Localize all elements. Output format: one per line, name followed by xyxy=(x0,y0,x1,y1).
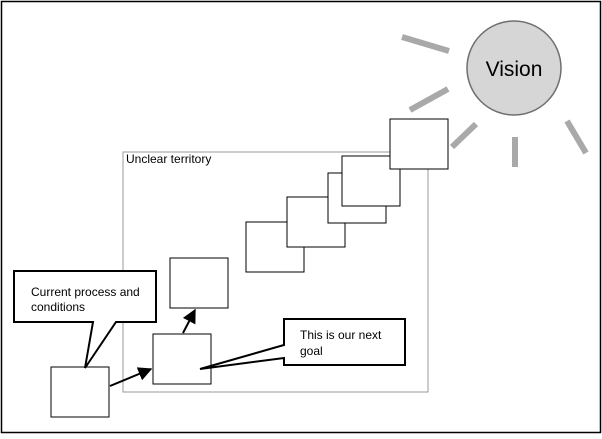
vision-ray xyxy=(401,34,450,54)
arrow-current-to-next xyxy=(109,367,153,387)
future-steps xyxy=(245,118,449,273)
callout-current-line1: Current process and xyxy=(31,285,140,299)
vision-circle xyxy=(466,20,562,116)
vision-rays xyxy=(401,34,589,167)
unclear-territory-label: Unclear territory xyxy=(126,152,211,166)
vision-ray xyxy=(564,119,589,155)
step-box xyxy=(389,118,449,170)
upper-step-box xyxy=(169,257,229,309)
callout-next-shape xyxy=(199,318,406,370)
vision-label: Vision xyxy=(486,58,543,81)
next-goal-box xyxy=(152,333,212,385)
callout-next-line2: goal xyxy=(300,344,323,358)
callout-current: Current process and conditions xyxy=(13,270,157,369)
arrow-next-to-upper xyxy=(182,308,196,334)
callout-next-line1: This is our next xyxy=(300,328,382,342)
callout-next: This is our next goal xyxy=(199,318,406,370)
current-condition-box xyxy=(50,366,110,418)
callout-current-line2: conditions xyxy=(31,300,85,314)
vision-ray xyxy=(449,121,479,150)
callout-current-shape xyxy=(13,270,157,369)
vision-ray xyxy=(408,86,450,113)
